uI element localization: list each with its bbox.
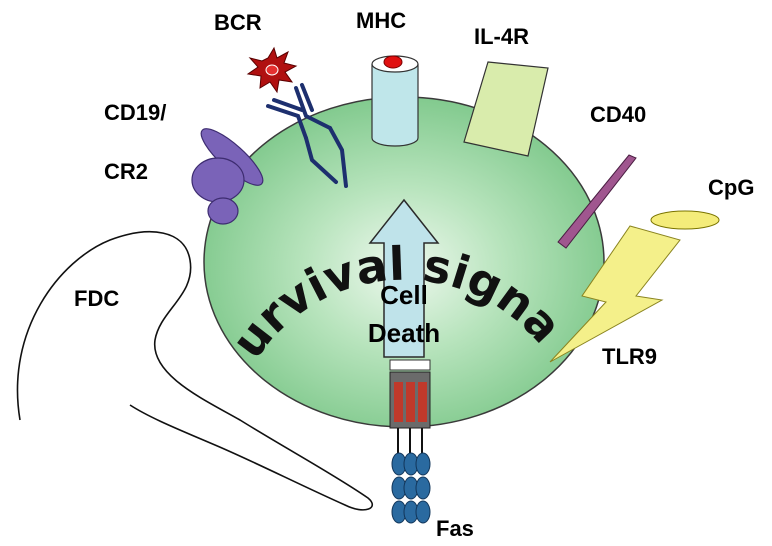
fas-label: Fas <box>436 516 474 541</box>
cpg-label: CpG <box>708 175 754 200</box>
mhc-label: MHC <box>356 8 406 33</box>
cpg-ligand <box>650 210 720 230</box>
cd40-receptor <box>557 154 637 249</box>
bcr-label: BCR <box>214 10 262 35</box>
cell-death-label-line2: Death <box>368 318 440 348</box>
mhc-receptor <box>371 55 419 147</box>
cd19-label-line2: CR2 <box>104 159 148 184</box>
cd19-cr2-complex <box>191 128 264 225</box>
fdc-outline <box>16 231 374 511</box>
cd19-label-line1: CD19/ <box>104 100 166 125</box>
il4r-label: IL-4R <box>474 24 529 49</box>
fdc-label: FDC <box>74 286 119 311</box>
cd40-label: CD40 <box>590 102 646 127</box>
bcr-receptor <box>246 46 348 188</box>
tlr9-receptor <box>549 225 681 363</box>
il4r-receptor <box>463 61 549 157</box>
cell-death-label-line1: Cell <box>380 280 428 310</box>
cell-death-arrow <box>368 198 440 358</box>
tlr9-label: TLR9 <box>602 344 657 369</box>
fas-receptor <box>389 359 431 524</box>
